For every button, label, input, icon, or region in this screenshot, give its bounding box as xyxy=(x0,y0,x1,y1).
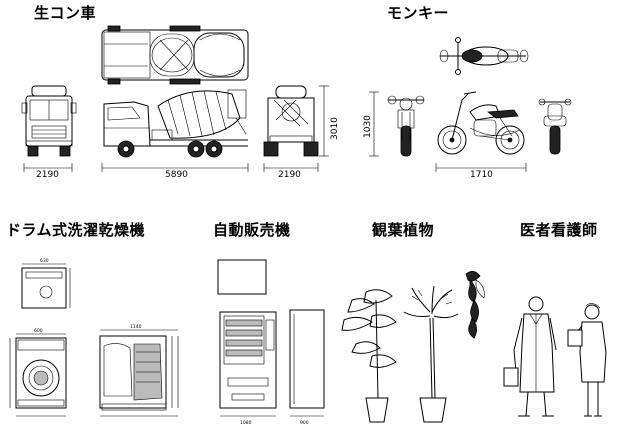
plants-title: 観葉植物 xyxy=(372,221,435,239)
plant-tall-leafy xyxy=(341,289,397,423)
vending-depth-label: 900 xyxy=(300,420,309,426)
mixer-truck-front-view xyxy=(21,85,77,157)
washer-top-width-label: 630 xyxy=(40,258,49,264)
vending-width-label: 1080 xyxy=(240,420,252,426)
mixer-truck-dimension-lines xyxy=(23,85,329,172)
monkey-title: モンキー xyxy=(387,4,450,22)
vending-machine-top-view xyxy=(217,259,267,295)
monkey-top-view xyxy=(439,37,529,75)
washer-front-width-label: 600 xyxy=(34,328,43,334)
washer-side-view xyxy=(99,329,179,417)
mixer-truck-side-view xyxy=(103,89,248,158)
plant-palm xyxy=(403,285,459,423)
medical-title: 医者看護師 xyxy=(520,221,598,239)
mixer-rear-width-label: 2190 xyxy=(278,170,301,180)
mixer-height-label: 3010 xyxy=(330,117,340,140)
doctor-figure xyxy=(503,296,557,417)
monkey-height-label: 1030 xyxy=(363,115,373,138)
monkey-rear-view xyxy=(538,98,572,155)
washer-top-view xyxy=(21,263,71,309)
mixer-truck-title: 生コン車 xyxy=(34,4,97,22)
vending-machine-side-view xyxy=(289,309,325,417)
plant-hanging xyxy=(465,271,485,339)
monkey-dimension-lines xyxy=(369,91,527,172)
washer-front-view xyxy=(9,333,67,417)
washer-side-width-label: 1140 xyxy=(130,324,142,330)
monkey-front-view xyxy=(387,95,425,157)
mixer-length-label: 5890 xyxy=(165,170,188,180)
monkey-side-view xyxy=(437,91,525,155)
mixer-front-width-label: 2190 xyxy=(36,170,59,180)
monkey-length-label: 1710 xyxy=(470,170,493,180)
vending-machine-front-view xyxy=(219,311,277,417)
washer-dryer-title: ドラム式洗濯乾燥機 xyxy=(6,221,146,239)
mixer-truck-top-view xyxy=(101,25,249,85)
mixer-truck-rear-view xyxy=(263,85,319,157)
vending-machine-title: 自動販売機 xyxy=(213,221,291,239)
nurse-figure xyxy=(567,303,607,417)
